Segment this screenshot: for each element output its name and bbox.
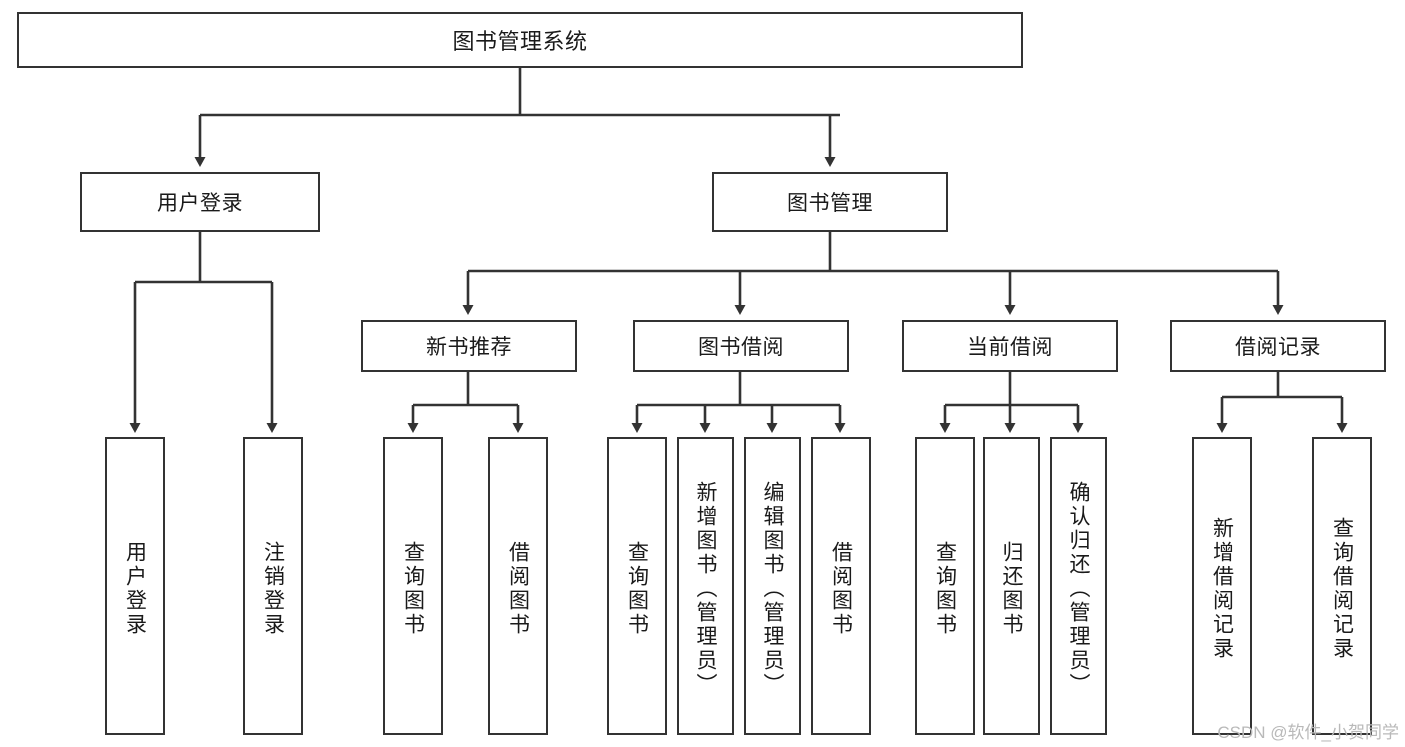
node-label: 用户登录	[123, 541, 147, 637]
leaf-current-borrow-query-book[interactable]: 查询图书	[915, 437, 975, 735]
watermark: CSDN @软件_小贺同学	[1217, 723, 1399, 742]
leaf-book-borrow-add-book[interactable]: 新增图书（管理员）	[677, 437, 734, 735]
node-label: 查询借阅记录	[1330, 517, 1354, 661]
node-label: 查询图书	[933, 541, 957, 637]
node-label: 借阅图书	[506, 541, 530, 637]
node-label: 当前借阅	[967, 336, 1053, 359]
node-label: 借阅记录	[1235, 336, 1321, 359]
leaf-new-book-query-book[interactable]: 查询图书	[383, 437, 443, 735]
node-label: 用户登录	[157, 192, 243, 215]
node-label: 查询图书	[401, 541, 425, 637]
leaf-user-login-logout[interactable]: 注销登录	[243, 437, 303, 735]
leaf-current-borrow-confirm-return[interactable]: 确认归还（管理员）	[1050, 437, 1107, 735]
node-label: 归还图书	[1000, 541, 1023, 637]
node-new-book-recommend[interactable]: 新书推荐	[361, 320, 577, 372]
node-book-management[interactable]: 图书管理	[712, 172, 948, 232]
leaf-borrow-record-query-record[interactable]: 查询借阅记录	[1312, 437, 1372, 735]
leaf-book-borrow-edit-book[interactable]: 编辑图书（管理员）	[744, 437, 801, 735]
node-label: 新增图书（管理员）	[694, 481, 717, 697]
node-root-book-management-system[interactable]: 图书管理系统	[17, 12, 1023, 68]
node-label: 注销登录	[261, 541, 285, 637]
leaf-current-borrow-return-book[interactable]: 归还图书	[983, 437, 1040, 735]
node-label: 编辑图书（管理员）	[761, 481, 784, 697]
node-label: 借阅图书	[829, 541, 853, 637]
node-label: 查询图书	[625, 541, 649, 637]
node-user-login[interactable]: 用户登录	[80, 172, 320, 232]
node-label: 确认归还（管理员）	[1067, 481, 1090, 697]
leaf-book-borrow-borrow-book[interactable]: 借阅图书	[811, 437, 871, 735]
leaf-new-book-borrow-book[interactable]: 借阅图书	[488, 437, 548, 735]
leaf-borrow-record-add-record[interactable]: 新增借阅记录	[1192, 437, 1252, 735]
node-label: 图书管理	[787, 192, 873, 215]
node-book-borrow[interactable]: 图书借阅	[633, 320, 849, 372]
leaf-user-login-login[interactable]: 用户登录	[105, 437, 165, 735]
node-label: 图书管理系统	[452, 29, 588, 54]
node-label: 新书推荐	[426, 336, 512, 359]
leaf-book-borrow-query-book[interactable]: 查询图书	[607, 437, 667, 735]
node-current-borrow[interactable]: 当前借阅	[902, 320, 1118, 372]
node-label: 图书借阅	[698, 336, 784, 359]
node-label: 新增借阅记录	[1210, 517, 1234, 661]
node-borrow-record[interactable]: 借阅记录	[1170, 320, 1386, 372]
